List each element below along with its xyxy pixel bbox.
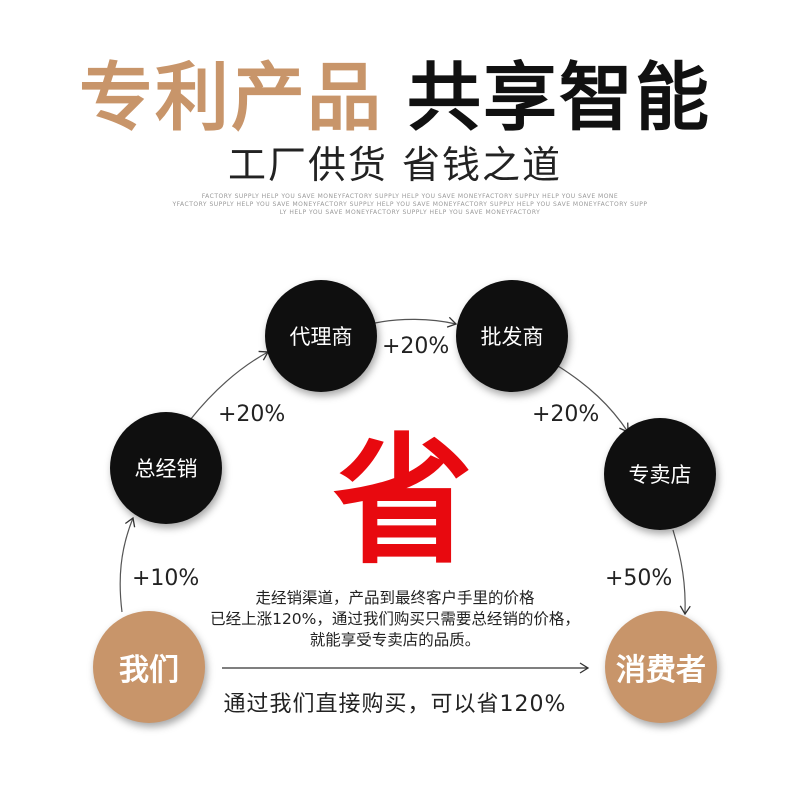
markup-store-to-consumer: +50% [605,566,673,591]
markup-us-to-general: +10% [132,566,200,591]
description-line-1: 走经销渠道，产品到最终客户手里的价格 [255,589,535,607]
fine-print-line-1: FACTORY SUPPLY HELP YOU SAVE MONEYFACTOR… [201,193,619,200]
node-us-label: 我们 [119,653,179,688]
arrow-store-to-consumer [672,529,691,616]
fine-print-line-3: LY HELP YOU SAVE MONEYFACTORY SUPPLY HEL… [279,209,541,216]
description: 走经销渠道，产品到最终客户手里的价格 已经上涨120%，通过我们购买只需要总经销… [185,588,605,651]
description-line-3: 就能享受专卖店的品质。 [309,631,481,649]
node-consumer-label: 消费者 [616,653,706,688]
node-wholesaler-label: 批发商 [480,325,544,349]
node-us: 我们 [93,611,205,723]
node-general-distributor: 总经销 [110,412,222,524]
arrow-wholesaler-to-store [557,365,629,434]
node-agent-label: 代理商 [289,325,353,349]
arrow-agent-to-wholesaler [374,316,458,328]
markup-wholesaler-to-store: +20% [532,402,600,427]
arrow-general-to-agent [189,350,270,421]
title-right: 共享智能 [407,55,711,141]
arrow-us-to-general [119,516,136,613]
fine-print-line-2: YFACTORY SUPPLY HELP YOU SAVE MONEYFACTO… [172,201,648,208]
node-specialty-store: 专卖店 [604,418,716,530]
node-general-label: 总经销 [134,457,198,481]
bottom-savings-text: 通过我们直接购买，可以省120% [223,692,567,717]
subtitle: 工厂供货 省钱之道 [227,143,563,187]
save-character: 省 [332,421,473,584]
title-left: 专利产品 [79,55,383,141]
main-title: 专利产品共享智能 [0,38,790,145]
markup-agent-to-wholesaler: +20% [382,334,450,359]
node-store-label: 专卖店 [628,463,692,487]
description-line-2: 已经上涨120%，通过我们购买只需要总经销的价格， [210,610,580,628]
node-consumer: 消费者 [605,611,717,723]
markup-general-to-agent: +20% [218,402,286,427]
node-agent: 代理商 [265,280,377,392]
node-wholesaler: 批发商 [456,280,568,392]
